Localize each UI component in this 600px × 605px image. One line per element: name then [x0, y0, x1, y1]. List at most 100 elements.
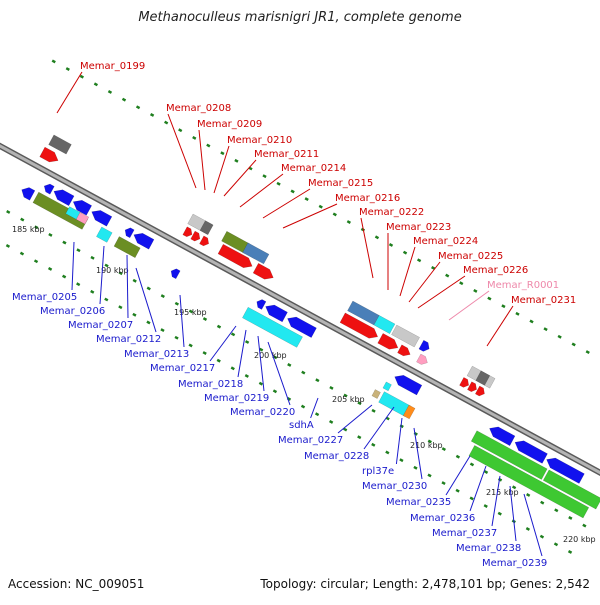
gene-label: Memar_0223: [386, 222, 451, 233]
inner-tick-mark: [118, 271, 123, 276]
inner-tick-mark: [343, 393, 348, 398]
scale-label: 185 kbp: [12, 225, 45, 234]
accession-text: Accession: NC_009051: [8, 577, 145, 591]
inner-tick-mark: [90, 255, 95, 260]
scale-tick-mark: [441, 481, 446, 486]
scale-tick-mark: [146, 320, 151, 325]
scale-tick-mark: [427, 473, 432, 478]
scale-label: 195 kbp: [174, 308, 207, 317]
inner-tick-mark: [455, 454, 461, 459]
outer-tick-mark: [501, 304, 506, 309]
leader-line: [135, 267, 157, 333]
inner-tick-mark: [441, 447, 446, 452]
scale-tick-mark: [202, 351, 207, 355]
scale-tick-mark: [104, 297, 109, 302]
gene-arrow-memar-0206-c: [32, 191, 89, 230]
outer-tick-mark: [220, 151, 225, 156]
scale-tick-mark: [76, 282, 81, 287]
leader-line: [491, 475, 501, 527]
scale-tick-mark: [62, 274, 67, 279]
map-title: Methanoculleus marisnigri JR1, complete …: [138, 10, 462, 25]
gene-arrow-memar-0237: [546, 457, 585, 484]
scale-tick-mark: [272, 389, 278, 394]
gene-arrow-memar-0199: [39, 146, 59, 163]
genome-summary-text: Topology: circular; Length: 2,478,101 bp…: [260, 577, 590, 591]
gene-label: Memar_0224: [413, 236, 478, 247]
leader-line: [239, 173, 284, 208]
outer-tick-mark: [318, 204, 323, 209]
gene-label: Memar_0225: [438, 251, 503, 262]
scale-tick-mark: [371, 442, 376, 447]
leader-line: [257, 335, 265, 392]
outer-tick-mark: [402, 250, 408, 255]
inner-tick-mark: [6, 210, 11, 214]
gene-label: sdhA: [289, 420, 314, 431]
inner-tick-mark: [582, 523, 587, 528]
inner-tick-mark: [104, 263, 109, 268]
inner-tick-mark: [273, 355, 278, 360]
leader-line: [198, 129, 206, 191]
gene-arrow-memar-0231-c: [474, 385, 485, 397]
outer-tick-mark: [487, 296, 492, 301]
inner-tick-mark: [216, 324, 222, 329]
gene-arrow-memar-0230-b: [402, 404, 416, 420]
gene-label: Memar_0227: [278, 435, 343, 446]
outer-tick-mark: [571, 342, 576, 347]
leader-line: [417, 275, 466, 309]
scale-tick-mark: [525, 527, 531, 531]
genome-backbone-highlight: [0, 144, 600, 475]
outer-tick-mark: [332, 212, 337, 217]
outer-tick-mark: [585, 350, 590, 355]
leader-line: [509, 485, 517, 542]
leader-line: [71, 241, 75, 291]
gene-label: Memar_0208: [166, 103, 231, 114]
gene-arrow-memar-0217: [170, 268, 181, 280]
gene-arrow-memar-0219: [265, 304, 288, 323]
scale-tick-mark: [329, 419, 334, 424]
outer-tick-mark: [107, 90, 113, 94]
scale-tick-mark: [343, 427, 348, 432]
inner-tick-mark: [357, 401, 362, 406]
scale-label: 210 kbp: [410, 441, 443, 450]
gene-label: Memar_0238: [456, 543, 521, 554]
outer-tick-mark: [178, 128, 183, 133]
inner-tick-mark: [259, 347, 264, 352]
gene-arrow-memar-0218: [256, 299, 267, 310]
inner-tick-mark: [202, 317, 208, 321]
inner-tick-mark: [174, 301, 179, 306]
scale-label: 215 kbp: [486, 488, 519, 497]
gene-arrow-memar-0231-b: [467, 381, 477, 392]
gene-arrow-memar-0223: [377, 333, 399, 350]
gene-arrow-memar-0199-shade: [48, 134, 72, 155]
inner-tick-mark: [48, 232, 53, 237]
scale-tick-mark: [413, 465, 418, 470]
gene-label: Memar_0231: [511, 295, 576, 306]
gene-label: Memar_0218: [178, 379, 243, 390]
leader-line: [469, 465, 487, 512]
outer-tick-mark: [135, 105, 141, 110]
gene-label: Memar_0222: [359, 207, 424, 218]
inner-tick-mark: [146, 286, 151, 291]
gene-label: Memar_0226: [463, 265, 528, 276]
scale-tick-mark: [47, 266, 53, 271]
gene-label: Memar_0220: [230, 407, 295, 418]
inner-tick-mark: [427, 439, 432, 444]
gene-label: Memar_0213: [124, 349, 189, 360]
gene-arrow-memar-0227: [394, 375, 423, 396]
inner-tick-mark: [483, 470, 489, 474]
gene-label: Memar_0239: [482, 558, 547, 569]
inner-tick-mark: [287, 363, 292, 367]
scale-label: 200 kbp: [254, 351, 287, 360]
scale-tick-mark: [455, 488, 460, 493]
gene-arrow-memar-0238: [470, 430, 548, 480]
leader-line: [486, 305, 514, 347]
outer-tick-mark: [473, 288, 478, 293]
outer-tick-mark: [276, 181, 281, 186]
inner-tick-mark: [76, 248, 81, 253]
outer-tick-mark: [374, 235, 380, 240]
inner-tick-mark: [34, 225, 39, 230]
scale-tick-mark: [5, 244, 11, 248]
leader-line: [363, 406, 395, 450]
